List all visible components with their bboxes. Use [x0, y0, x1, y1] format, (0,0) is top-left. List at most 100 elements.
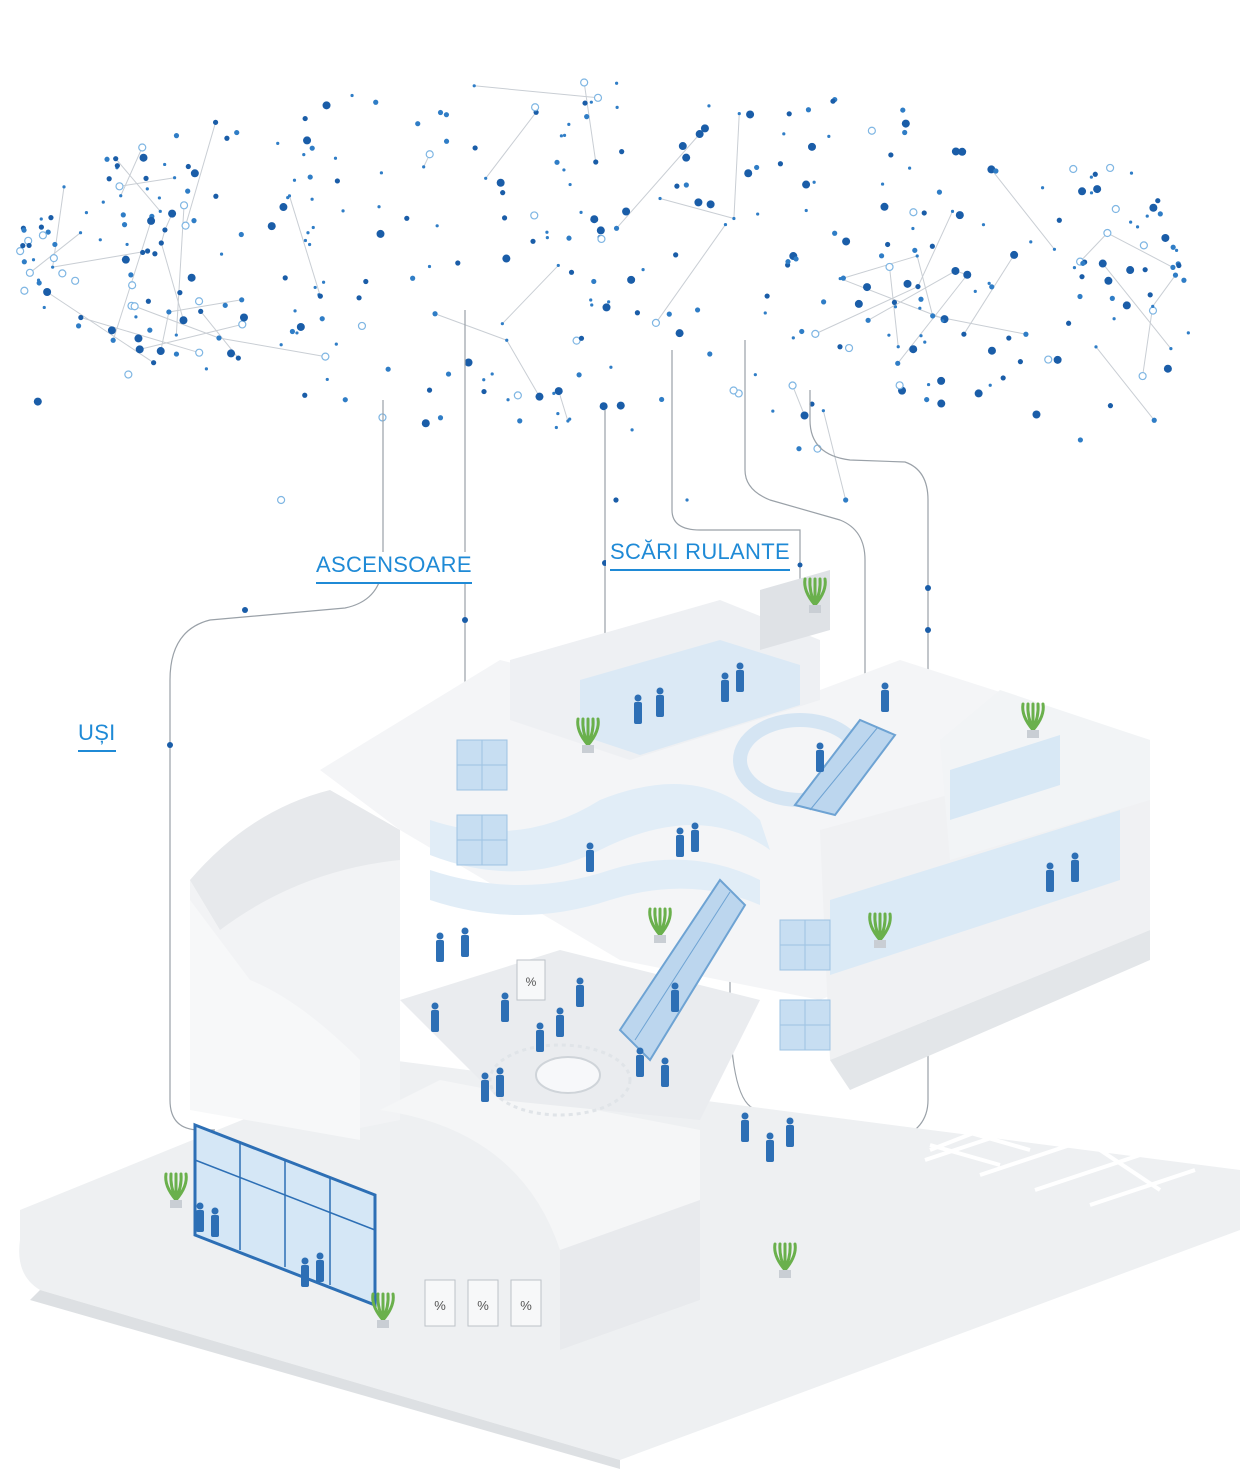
elevators-label[interactable]: ASCENSOARE: [316, 552, 472, 584]
network-node: [777, 161, 784, 167]
network-node: [895, 360, 901, 366]
network-link: [474, 85, 599, 99]
network-link: [815, 286, 919, 335]
network-link: [185, 122, 217, 226]
network-node: [754, 164, 760, 171]
network-node: [238, 320, 247, 329]
network-node: [239, 313, 248, 322]
network-node: [811, 329, 820, 338]
person-icon: [436, 932, 444, 962]
network-node: [173, 133, 180, 139]
network-node: [918, 306, 922, 310]
network-node: [113, 156, 119, 162]
network-node: [306, 231, 310, 235]
network-node: [1176, 262, 1182, 269]
network-node: [554, 425, 558, 430]
network-node: [156, 347, 165, 356]
network-node: [908, 166, 912, 170]
network-node: [309, 145, 315, 151]
network-node: [321, 352, 330, 361]
network-node: [172, 176, 177, 180]
network-node: [334, 342, 338, 346]
network-node: [110, 337, 116, 343]
network-node: [187, 273, 196, 282]
plant-icon: [803, 577, 827, 613]
network-node: [1077, 293, 1083, 300]
network-node: [1111, 204, 1120, 214]
people-group: [196, 662, 1079, 1287]
network-node: [685, 498, 689, 502]
network-node: [1122, 301, 1131, 310]
person-icon: [634, 694, 642, 724]
network-node: [830, 98, 836, 104]
network-node: [472, 84, 476, 88]
escalators-link[interactable]: SCĂRI RULANTE: [606, 539, 794, 571]
network-node: [106, 176, 112, 182]
network-link: [1095, 346, 1155, 421]
network-node: [500, 190, 506, 196]
network-node: [634, 310, 641, 316]
plants-group: [164, 577, 1045, 1328]
doors-link[interactable]: UȘI: [74, 720, 120, 752]
network-node: [443, 138, 450, 144]
network-node: [981, 223, 986, 227]
network-node: [16, 246, 25, 256]
network-node: [622, 207, 631, 216]
network-node: [993, 168, 999, 174]
network-node: [415, 121, 421, 127]
network-node: [216, 335, 222, 341]
network-node: [322, 101, 331, 110]
network-node: [901, 119, 910, 128]
person-icon: [316, 1252, 324, 1282]
network-node: [909, 345, 918, 354]
network-node: [531, 103, 540, 112]
network-node: [602, 303, 611, 312]
network-node: [1169, 347, 1173, 351]
network-node: [168, 209, 177, 218]
network-node: [363, 278, 369, 285]
network-node: [909, 208, 918, 217]
network-node: [582, 100, 588, 106]
network-node: [567, 122, 571, 126]
network-node: [675, 329, 684, 338]
network-node: [559, 134, 564, 138]
network-node: [744, 169, 753, 178]
network-node: [1066, 320, 1072, 326]
network-link: [558, 390, 569, 422]
network-link: [29, 232, 81, 274]
network-node: [1040, 186, 1045, 190]
network-node: [311, 225, 315, 230]
escalators-label[interactable]: SCĂRI RULANTE: [610, 539, 790, 571]
network-node: [282, 275, 288, 281]
network-node: [1163, 364, 1172, 373]
network-node: [1109, 295, 1115, 301]
network-node: [490, 372, 494, 376]
person-icon: [721, 672, 729, 702]
network-node: [1107, 403, 1114, 409]
network-node: [1157, 211, 1163, 217]
doors-label[interactable]: UȘI: [78, 720, 116, 752]
person-icon: [671, 982, 679, 1012]
network-link: [897, 274, 968, 364]
network-node: [919, 334, 923, 338]
network-node: [1186, 331, 1190, 335]
network-node: [38, 224, 44, 230]
network-link: [52, 186, 65, 268]
network-link: [1079, 232, 1108, 263]
network-link: [843, 255, 918, 279]
person-icon: [766, 1132, 774, 1162]
network-node: [143, 175, 149, 181]
network-node: [267, 222, 276, 231]
network-node: [75, 323, 82, 329]
network-node: [805, 107, 812, 113]
network-node: [837, 344, 843, 350]
network-node: [788, 381, 797, 390]
elevators-link[interactable]: ASCENSOARE: [312, 552, 476, 584]
plant-icon: [1021, 702, 1045, 738]
network-link: [168, 299, 242, 313]
network-link: [659, 198, 735, 219]
network-node: [204, 367, 208, 371]
network-node: [410, 275, 416, 281]
network-node: [198, 308, 204, 314]
network-node: [786, 111, 792, 117]
